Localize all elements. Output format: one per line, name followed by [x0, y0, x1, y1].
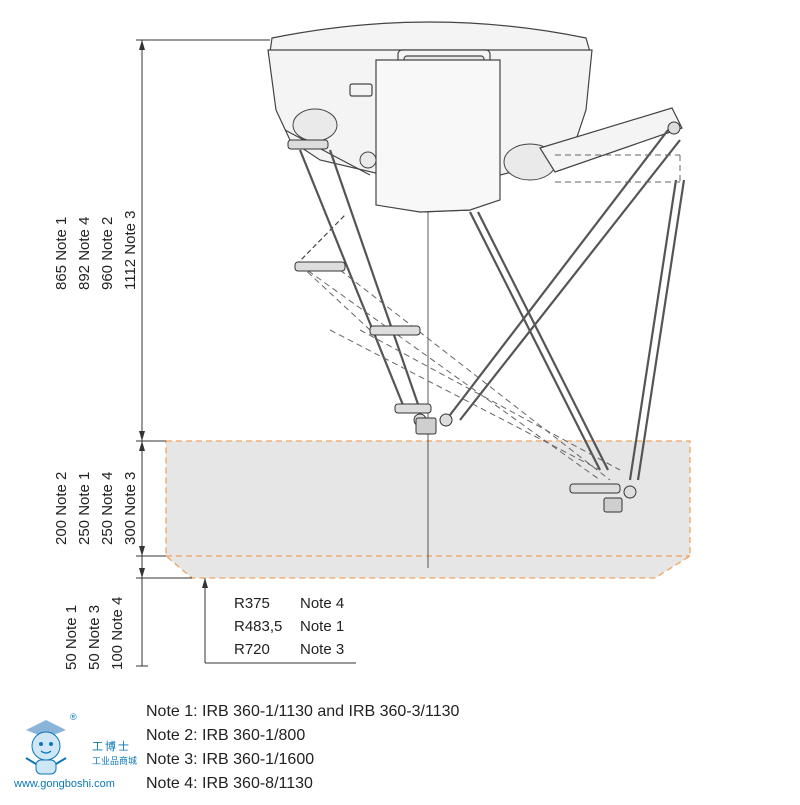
watermark-logo: ® 工博士 工业品商城 www.gongboshi.com [14, 712, 154, 798]
svg-text:250 Note 1: 250 Note 1 [76, 472, 93, 545]
svg-text:R483,5: R483,5 [234, 618, 282, 635]
notes-legend: Note 1: IRB 360-1/1130 and IRB 360-3/113… [146, 700, 459, 796]
svg-text:Note 4: Note 4 [300, 595, 344, 612]
watermark-brand: 工博士 [92, 741, 131, 753]
watermark-url: www.gongboshi.com [14, 778, 115, 790]
registered-mark: ® [70, 712, 77, 722]
svg-text:892 Note 4: 892 Note 4 [76, 217, 93, 290]
svg-text:Note 1: Note 1 [300, 618, 344, 635]
svg-text:300 Note 3: 300 Note 3 [122, 472, 139, 545]
svg-text:R720: R720 [234, 641, 270, 658]
tool-flanges [415, 417, 623, 513]
svg-text:865 Note 1: 865 Note 1 [53, 217, 70, 290]
watermark-tagline: 工业品商城 [92, 756, 138, 766]
svg-text:100 Note 4: 100 Note 4 [109, 597, 126, 670]
dimension-arrows [139, 40, 208, 588]
parallel-rods [298, 129, 686, 481]
mascot-icon [25, 720, 67, 775]
svg-text:50 Note 1: 50 Note 1 [63, 605, 80, 670]
svg-text:R375: R375 [234, 595, 270, 612]
note-3: Note 3: IRB 360-1/1600 [146, 751, 315, 768]
alternate-position-rods [299, 154, 681, 481]
svg-text:1112 Note 3: 1112 Note 3 [122, 210, 139, 290]
lower-dimension-labels: 50 Note 1 50 Note 3 100 Note 4 [63, 597, 126, 670]
joint-springs [287, 121, 681, 499]
svg-text:Note 3: Note 3 [300, 641, 344, 658]
radius-labels: R375 Note 4 R483,5 Note 1 R720 Note 3 [234, 595, 344, 658]
note-4: Note 4: IRB 360-8/1130 [146, 775, 313, 792]
svg-text:50 Note 3: 50 Note 3 [86, 605, 103, 670]
middle-dimension-labels: 200 Note 2 250 Note 1 250 Note 4 300 Not… [53, 472, 139, 545]
upper-arms [284, 107, 683, 266]
dimension-lines [136, 39, 429, 667]
note-1: Note 1: IRB 360-1/1130 and IRB 360-3/113… [146, 703, 460, 720]
svg-text:960 Note 2: 960 Note 2 [99, 217, 116, 290]
svg-text:250 Note 4: 250 Note 4 [99, 472, 116, 545]
svg-text:200 Note 2: 200 Note 2 [53, 472, 70, 545]
note-2: Note 2: IRB 360-1/800 [146, 727, 306, 744]
upper-dimension-labels: 865 Note 1 892 Note 4 960 Note 2 1112 No… [53, 210, 139, 290]
